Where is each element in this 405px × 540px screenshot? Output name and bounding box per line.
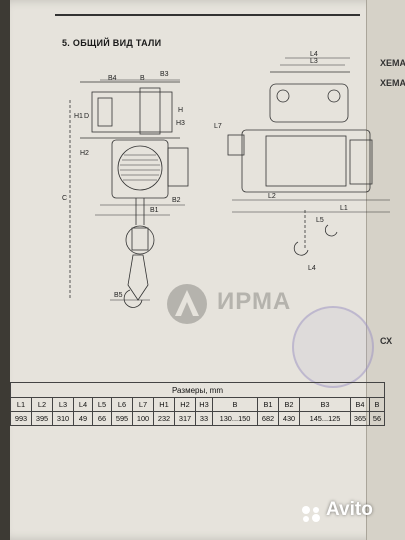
dim-label: L1	[340, 205, 348, 212]
table-header: L3	[52, 397, 74, 412]
dim-label: L3	[310, 58, 318, 65]
adjacent-page-edge	[366, 0, 405, 540]
drum-icon	[117, 145, 163, 191]
irma-logo: ИРМА	[165, 280, 305, 330]
table-header-row: L1 L2 L3 L4 L5 L6 L7 H1 H2 H3 B B1 B2 B3…	[10, 397, 385, 412]
hook-block	[125, 225, 155, 255]
dim-label: B4	[108, 75, 117, 82]
table-header: H1	[153, 397, 175, 412]
irma-logo-text: ИРМА	[217, 288, 292, 315]
table-cell: 595	[111, 411, 133, 426]
table-cell: 365	[350, 411, 370, 426]
table-cell: 395	[31, 411, 53, 426]
table-header: B4	[350, 397, 370, 412]
stamp	[292, 306, 374, 388]
trolley-frame	[91, 91, 173, 133]
header-rule	[55, 14, 360, 16]
dim-label: H	[178, 107, 183, 114]
table-cell: 66	[92, 411, 112, 426]
table-header: L2	[31, 397, 53, 412]
hoist-drawing: B4 B B3 H1 D H H3 H2 C B2 B1 B5 L4 L3 L7…	[62, 51, 390, 308]
dim-label: B3	[160, 71, 169, 78]
dim-label: H3	[176, 120, 185, 127]
dim-label: H1	[74, 113, 83, 120]
dim-label: L5	[316, 217, 324, 224]
table-header: B	[212, 397, 258, 412]
table-cell: 317	[174, 411, 196, 426]
table-cell: 33	[195, 411, 213, 426]
edge-label: ХЕМА	[380, 58, 405, 68]
hook-side-icon	[293, 241, 309, 256]
table-cell: 993	[10, 411, 32, 426]
avito-logo-icon	[302, 506, 320, 522]
section-title: 5. ОБЩИЙ ВИД ТАЛИ	[62, 38, 162, 48]
dim-label: B1	[150, 207, 159, 214]
table-header: B3	[299, 397, 351, 412]
table-header: B2	[278, 397, 300, 412]
dimensions-table-wrap: Размеры, mm L1 L2 L3 L4 L5 L6 L7 H1 H2 H…	[10, 382, 405, 426]
table-cell: 130...150	[212, 411, 258, 426]
trolley-side	[269, 83, 349, 123]
table-header: L6	[111, 397, 133, 412]
table-cell: 49	[73, 411, 93, 426]
avito-watermark: Avito	[326, 499, 373, 520]
table-caption: Размеры, mm	[10, 382, 385, 398]
dim-label: L7	[214, 123, 222, 130]
dim-label: C	[62, 195, 67, 202]
dim-label: L4	[308, 265, 316, 272]
table-cell: 682	[257, 411, 279, 426]
dim-label: H2	[80, 150, 89, 157]
table-cell: 310	[52, 411, 74, 426]
dim-label: L2	[268, 193, 276, 200]
table-header: L7	[132, 397, 154, 412]
table-cell: 100	[132, 411, 154, 426]
edge-label: ХЕМА	[380, 78, 405, 88]
table-header: L1	[10, 397, 32, 412]
dimensions-table: Размеры, mm L1 L2 L3 L4 L5 L6 L7 H1 H2 H…	[10, 382, 385, 426]
drum-housing	[111, 139, 169, 199]
table-header: L4	[73, 397, 93, 412]
manual-page	[10, 0, 395, 540]
dim-label: B2	[172, 197, 181, 204]
dim-label: B5	[114, 292, 123, 299]
edge-label: СХ	[380, 336, 393, 346]
dim-label: D	[84, 113, 89, 120]
table-header: L5	[92, 397, 112, 412]
table-header: H3	[195, 397, 213, 412]
table-cell: 145...125	[299, 411, 351, 426]
dim-label: B	[140, 75, 145, 82]
table-header: B	[369, 397, 385, 412]
irma-logo-icon	[167, 284, 207, 324]
table-cell: 56	[369, 411, 385, 426]
hook-icon	[123, 289, 143, 308]
table-header: H2	[174, 397, 196, 412]
table-cell: 232	[153, 411, 175, 426]
dim-label: L4	[310, 51, 318, 58]
table-header: B1	[257, 397, 279, 412]
table-row: 993 395 310 49 66 595 100 232 317 33 130…	[10, 411, 385, 426]
table-cell: 430	[278, 411, 300, 426]
hoist-body-side	[241, 129, 371, 193]
